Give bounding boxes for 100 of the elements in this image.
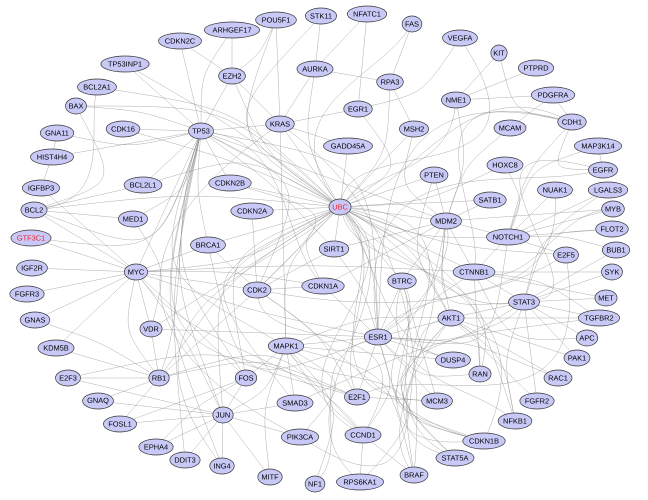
interaction-line [142, 278, 240, 372]
interaction-line [417, 183, 447, 310]
interaction-line [148, 266, 454, 272]
interaction-line [223, 210, 330, 241]
interaction-line [44, 165, 50, 180]
interaction-line [227, 385, 242, 408]
interaction-line [346, 214, 502, 433]
interaction-line [46, 243, 126, 269]
interaction-line [372, 442, 406, 468]
interaction-line [384, 198, 556, 330]
interaction-line [404, 137, 438, 214]
interaction-line [462, 59, 494, 93]
interaction-line [360, 443, 363, 474]
interaction-line [530, 309, 570, 351]
interaction-line [526, 196, 598, 294]
interaction-line [350, 106, 561, 204]
interaction-line [335, 215, 339, 241]
interaction-line [253, 353, 278, 372]
interaction-line [213, 132, 317, 278]
interaction-line [191, 422, 218, 453]
interaction-line [520, 160, 590, 300]
interaction-line [448, 108, 464, 213]
interaction-line [407, 228, 440, 274]
interaction-line [460, 324, 480, 366]
interaction-line [458, 324, 530, 394]
interaction-line [232, 354, 283, 410]
interaction-line [200, 38, 227, 123]
interaction-line [406, 325, 446, 467]
interaction-line [148, 271, 304, 283]
interaction-line [138, 133, 330, 203]
interaction-line [54, 141, 56, 149]
interaction-line [370, 397, 422, 400]
interaction-line [48, 324, 151, 374]
interaction-line [371, 46, 455, 106]
interaction-line [168, 355, 356, 428]
interaction-line [339, 256, 376, 329]
interaction-line [400, 310, 518, 451]
interaction-line [350, 210, 486, 238]
interaction-line [442, 229, 450, 310]
interaction-line [222, 423, 224, 458]
interaction-line [320, 340, 366, 478]
interaction-line [134, 72, 194, 124]
interaction-line [247, 188, 316, 283]
interaction-line [344, 214, 378, 329]
interaction-line [284, 76, 310, 116]
interaction-line [396, 289, 506, 414]
interaction-line [182, 49, 200, 123]
interaction-line [304, 338, 364, 344]
interaction-line [233, 210, 330, 370]
interaction-line [346, 90, 390, 200]
interaction-line [238, 82, 273, 117]
interaction-line [198, 139, 206, 237]
interaction-line [378, 112, 559, 329]
interaction-line [300, 317, 438, 341]
interaction-line [110, 381, 150, 396]
interaction-line [146, 250, 194, 268]
interaction-line [113, 402, 213, 414]
interaction-line [306, 213, 333, 278]
interaction-line [351, 170, 492, 206]
interaction-line [47, 211, 118, 218]
interaction-line [538, 304, 581, 314]
interaction-line [136, 416, 213, 423]
interaction-line [336, 226, 436, 280]
interaction-line [288, 130, 417, 467]
interaction-line [340, 154, 348, 199]
interaction-line [348, 224, 432, 246]
interaction-line [349, 211, 461, 266]
interaction-line [392, 32, 410, 74]
interaction-line [240, 28, 272, 70]
interaction-line [464, 305, 510, 316]
interaction-line [534, 256, 606, 296]
interaction-line [349, 212, 509, 304]
interaction-line [322, 212, 370, 428]
interaction-line [126, 384, 154, 416]
interaction-line [308, 320, 580, 398]
interaction-line [47, 196, 329, 209]
interaction-line [148, 212, 332, 272]
interaction-line [172, 139, 275, 340]
interaction-line [494, 210, 602, 274]
interaction-line [291, 354, 355, 428]
interaction-line [285, 132, 335, 200]
interaction-line [518, 102, 544, 122]
interaction-line [168, 419, 214, 442]
interaction-line [368, 345, 390, 428]
interaction-line [141, 279, 358, 428]
interaction-line [402, 325, 448, 450]
interaction-line [461, 210, 602, 220]
interaction-line [212, 134, 434, 216]
interaction-line [273, 207, 329, 210]
interaction-line [160, 130, 288, 431]
interaction-line [159, 212, 332, 324]
interaction-line [526, 212, 602, 232]
interaction-line [86, 106, 190, 128]
interaction-line [516, 197, 548, 230]
interaction-line [252, 219, 257, 282]
interaction-line [450, 228, 470, 264]
interaction-line [534, 308, 578, 334]
interaction-line [64, 278, 130, 341]
interaction-line [46, 188, 126, 208]
interaction-line [280, 132, 286, 338]
